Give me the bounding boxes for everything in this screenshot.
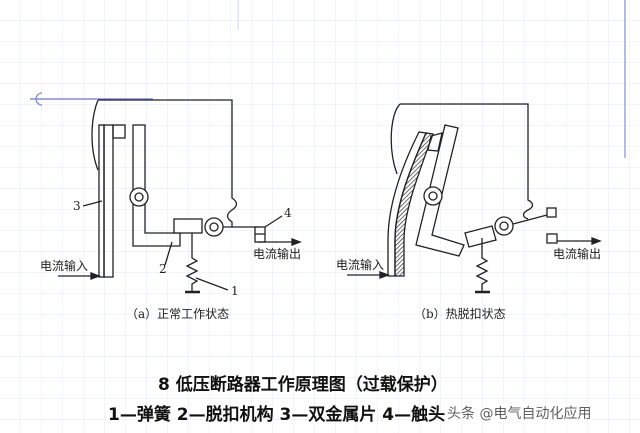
leader-1 [195,277,229,291]
housing-arc-a [91,99,99,171]
trip-lever-b [415,124,465,257]
spring-b [475,238,489,292]
label-4: 4 [284,206,292,220]
label-1: 1 [231,284,239,298]
roller-b [494,216,514,236]
output-label-a: 电流输出 [253,247,302,261]
housing-b [400,103,534,220]
caption-a: （a）正常工作状态 [126,307,230,321]
label-2: 2 [159,262,167,276]
housing-arc-b [390,103,401,175]
leader-4 [264,215,283,228]
moving-contact-b [546,207,557,218]
pivot-a [129,187,149,207]
latch-tab-b [427,132,443,152]
housing-a [98,99,238,227]
bimetal-strip-a [103,124,114,278]
leader-3 [82,200,103,207]
contact-arm-b [512,214,548,225]
watermark: 头条 @电气自动化应用 [447,403,592,423]
figure-legend: 1—弹簧 2—脱扣机构 3—双金属片 4—触头 [108,405,446,425]
diagram-b [347,103,602,294]
decor-arc [35,92,43,106]
catch-block-b [464,225,497,248]
pivot-b [423,186,443,206]
roller-a [209,222,219,232]
input-label-b: 电流输入 [336,258,385,272]
catch-block-a [173,218,203,234]
fixed-contact-b [546,233,558,244]
leader-2 [164,241,173,266]
roller-a [204,217,224,237]
pivot-a [134,192,144,202]
diagram-a [58,99,302,294]
label-3: 3 [73,199,81,213]
bimetal-hatched-b [394,132,434,277]
latch-tab-a [112,124,126,139]
output-label-b: 电流输出 [553,247,602,261]
caption-b: （b）热脱扣状态 [414,307,506,321]
input-label-a: 电流输入 [40,259,89,273]
spring-a [185,233,199,292]
figure-title: 8 低压断路器工作原理图（过载保护） [158,375,448,395]
